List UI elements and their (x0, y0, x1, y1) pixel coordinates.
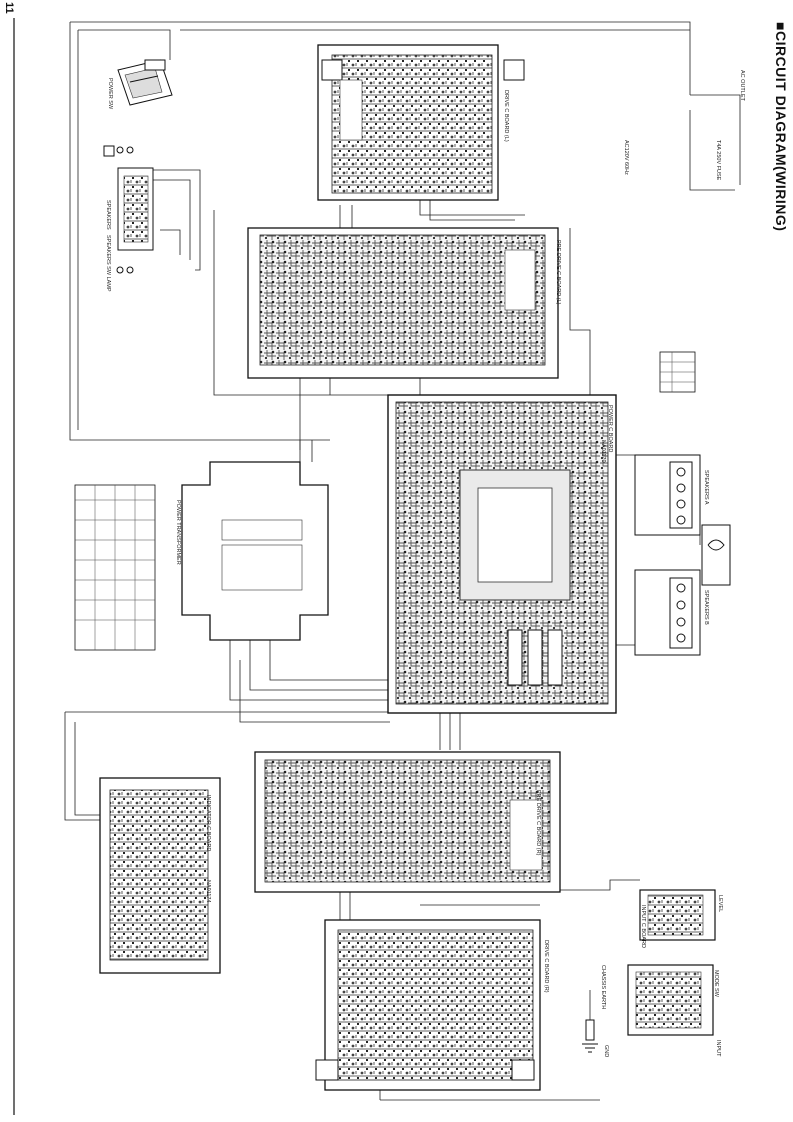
page-title: ■CIRCUIT DIAGRAM(WIRING) (773, 22, 789, 232)
pre-drive-board-left-label: PRE DRIVE C BOARD (L) (555, 240, 561, 305)
speakers-b-label: SPEAKERS B (703, 590, 709, 625)
drive-board-right (315, 919, 541, 1091)
drive-board-left (317, 44, 525, 201)
input-label: INPUT (715, 1040, 721, 1057)
drive-board-left-label: DRIVE C BOARD (L) (503, 90, 509, 142)
indicator-board (99, 777, 221, 974)
legend-table (659, 351, 696, 393)
pre-drive-board-left (247, 227, 559, 379)
pre-drive-board-right-label: PRE DRIVE C BOARD (R) (535, 790, 541, 856)
power-board (387, 394, 617, 714)
fuse-label: T4A 250V FUSE (715, 140, 721, 181)
ac-outlet-label: AC OUTLET (739, 70, 745, 101)
level-label: LEVEL (717, 895, 723, 913)
mode-switch-board (627, 964, 714, 1036)
speaker-terminals-b (634, 569, 701, 656)
power-board-code: NA01170 (600, 440, 606, 463)
pre-drive-board-right (254, 751, 561, 893)
power-switch (117, 59, 173, 106)
gnd-label: GND (603, 1045, 609, 1058)
voltage-table (74, 484, 156, 651)
speakers-switch-block (103, 145, 154, 274)
speakers-sw-label: SPEAKERS (105, 200, 111, 230)
chassis-earth-label: CHASSIS EARTH (600, 965, 606, 1010)
indicator-board-code: NA01174 (205, 880, 211, 903)
chassis-earth-symbol (582, 1019, 598, 1053)
speakers-a-label: SPEAKERS A (703, 470, 709, 505)
drive-board-right-label: DRIVE C BOARD (R) (543, 940, 549, 993)
power-sw-label: POWER SW (107, 78, 113, 110)
protector-relay (701, 524, 731, 586)
indicator-board-label: INDICATOR C BOARD (205, 795, 211, 852)
speaker-terminals-a (634, 454, 701, 536)
input-board (639, 889, 716, 941)
page-number: 11 (3, 2, 15, 14)
input-board-label: INPUT C BOARD (640, 905, 646, 948)
power-board-label: POWER C BOARD (607, 405, 613, 453)
pilot-lamp-label: SPEAKERS SW LAMP (105, 235, 111, 292)
mode-sw-label: MODE SW (713, 970, 719, 997)
power-transformer (181, 461, 329, 641)
ac-voltage-label: AC120V 60Hz (623, 140, 629, 175)
transformer-label: POWER TRANSFORMER (175, 500, 181, 565)
interconnect-wiring (64, 21, 741, 1101)
